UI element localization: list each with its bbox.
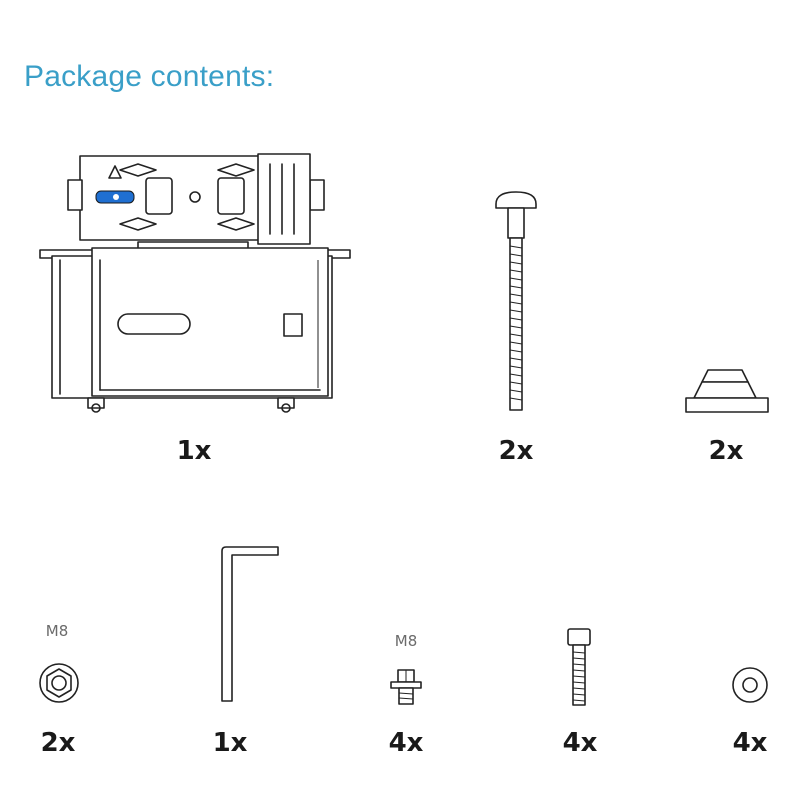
socket-screw-icon <box>564 626 594 712</box>
flange-bolt-icon <box>388 668 424 712</box>
spacer-base-icon <box>682 366 772 420</box>
quantity-socket-screw: 4x <box>562 728 598 758</box>
hex-nut-icon <box>38 662 80 708</box>
quantity-carriage-bolt: 2x <box>498 436 534 466</box>
spec-flange-bolt: M8 <box>394 632 418 650</box>
quantity-mount-bracket: 1x <box>176 436 212 466</box>
quantity-spacer-base: 2x <box>708 436 744 466</box>
quantity-hex-nut: 2x <box>40 728 76 758</box>
washer-icon <box>730 665 770 709</box>
quantity-washer: 4x <box>732 728 768 758</box>
page-title: Package contents: <box>24 60 275 93</box>
carriage-bolt-icon <box>488 188 544 418</box>
quantity-flange-bolt: 4x <box>388 728 424 758</box>
allen-key-icon <box>218 543 282 709</box>
spec-hex-nut: M8 <box>45 622 69 640</box>
quantity-allen-key: 1x <box>212 728 248 758</box>
mount-bracket-icon <box>38 150 354 419</box>
